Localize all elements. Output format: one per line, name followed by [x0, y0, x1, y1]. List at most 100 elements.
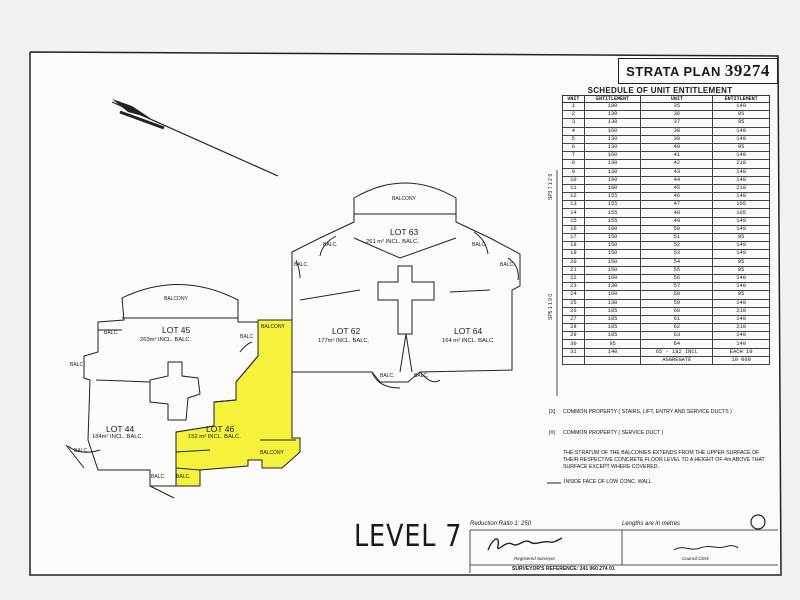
table-cell: 5 — [562, 134, 585, 144]
side-label-lower: SP5 1 1 9 0 — [548, 293, 554, 320]
table-cell: 105 — [712, 208, 770, 218]
table-cell: 17 — [562, 232, 585, 243]
table-cell: 130 — [583, 282, 642, 292]
table-cell: 140 — [712, 249, 770, 259]
table-cell: 58 — [640, 290, 714, 300]
table-cell: 130 — [583, 167, 642, 177]
table-cell: 20 — [562, 257, 585, 267]
table-cell: 30 — [562, 339, 585, 349]
table-cell: 95 — [712, 265, 770, 275]
table-cell: 19 — [562, 249, 585, 259]
table-cell: 9 — [562, 167, 585, 177]
table-cell: 140 — [712, 167, 770, 177]
table-cell: AGGREGATE — [640, 355, 714, 366]
table-cell: 95 — [712, 110, 770, 120]
table-cell: 130 — [583, 118, 642, 128]
balc-label: BALC. — [500, 262, 515, 268]
table-cell: 140 — [712, 273, 770, 284]
surveyor-reference: SURVEYOR'S REFERENCE: 241 060 274 01 — [512, 566, 615, 572]
table-cell: 140 — [712, 224, 770, 235]
table-cell: 57 — [640, 282, 714, 292]
balcony-label: BALCONY — [392, 196, 416, 202]
table-cell: 190 — [583, 175, 642, 185]
table-cell — [583, 355, 642, 366]
table-cell: 54 — [640, 257, 714, 267]
table-cell: 61 — [640, 314, 714, 325]
table-cell: 56 — [640, 273, 714, 284]
table-cell: 180 — [583, 183, 642, 194]
table-cell: 155 — [583, 216, 642, 226]
col-header: ENTITLEMENT — [712, 95, 770, 103]
lot-46-name: LOT 46 — [206, 424, 235, 434]
legend-symbol-2: [#] — [549, 430, 555, 436]
table-cell: 63 — [640, 331, 714, 341]
table-cell: 105 — [583, 314, 642, 325]
table-cell: 160 — [583, 151, 642, 161]
balcony-label: BALCONY — [260, 450, 284, 456]
table-cell: 140 — [712, 101, 770, 112]
col-header: UNIT — [640, 95, 714, 103]
table-cell: 39 — [640, 134, 714, 144]
table-cell: 130 — [583, 298, 642, 308]
table-cell: 38 — [640, 126, 714, 136]
table-cell: 140 — [712, 241, 770, 251]
table-cell: 95 — [583, 339, 642, 349]
table-cell — [562, 355, 585, 366]
table-cell: 140 — [712, 339, 770, 349]
table-cell: 105 — [712, 200, 770, 210]
table-cell: 53 — [640, 249, 714, 259]
table-cell: 210 — [712, 159, 770, 169]
strata-plan-title: STRATA PLAN 39274 — [618, 58, 778, 84]
council-signature-icon — [673, 545, 739, 551]
table-cell: 50 — [640, 224, 714, 235]
table-cell: 59 — [640, 298, 714, 308]
balc-label: BALC. — [414, 373, 429, 379]
table-cell: 15 — [562, 216, 585, 226]
lot-45-name: LOT 45 — [162, 325, 191, 335]
table-cell: 40 — [640, 142, 714, 153]
surveyor-signature-icon — [487, 537, 563, 551]
table-cell: 140 — [583, 347, 642, 357]
table-cell: 36 — [640, 110, 714, 120]
table-cell: 140 — [712, 298, 770, 308]
table-cell: 29 — [562, 331, 585, 341]
lot-44-name: LOT 44 — [106, 424, 135, 434]
lot-64-name: LOT 64 — [454, 326, 483, 336]
table-cell: 35 — [640, 101, 714, 112]
table-cell: 130 — [583, 159, 642, 169]
balcony-label: BALCONY — [164, 296, 188, 302]
table-cell: 65 - 182 INCL — [640, 347, 714, 357]
table-cell: 95 — [712, 232, 770, 243]
table-cell: 150 — [583, 232, 642, 243]
table-cell: 51 — [640, 232, 714, 243]
table-cell: 210 — [712, 183, 770, 194]
table-cell: 150 — [583, 241, 642, 251]
table-cell: 13 — [562, 200, 585, 210]
table-cell: 180 — [583, 224, 642, 235]
table-cell: 130 — [583, 142, 642, 153]
col-header: ENTITLEMENT — [583, 95, 642, 103]
balc-label: BALC. — [74, 448, 89, 454]
table-cell: 37 — [640, 118, 714, 128]
table-cell: 60 — [640, 306, 714, 316]
table-cell: 27 — [562, 314, 585, 325]
balc-label: BALC. — [323, 242, 338, 248]
inside-face-note: INSIDE FACE OF LOW CONC. WALL — [564, 479, 652, 485]
balc-label: BALC. — [472, 242, 487, 248]
balc-label: BALC. — [176, 474, 191, 480]
